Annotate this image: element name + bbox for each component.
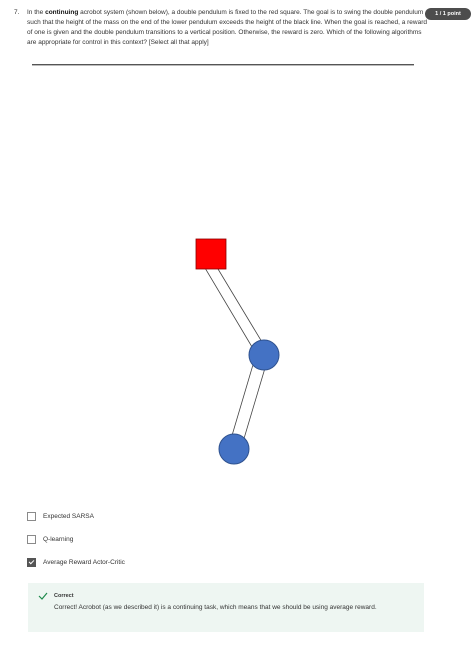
question-emphasis: continuing xyxy=(45,9,79,16)
end-mass xyxy=(218,433,250,465)
checkmark-icon xyxy=(38,592,48,600)
anchor-square xyxy=(195,238,227,270)
upper-pendulum-link xyxy=(204,263,269,358)
goal-line xyxy=(32,64,414,65)
feedback-panel: Correct Correct! Acrobot (as we describe… xyxy=(28,583,424,632)
question-text-body: acrobot system (shown below), a double p… xyxy=(27,9,428,46)
checkbox-average-reward-actor-critic[interactable] xyxy=(27,557,36,567)
option-label: Q-learning xyxy=(43,535,74,543)
option-label: Expected SARSA xyxy=(43,512,94,520)
points-badge: 1 / 1 point xyxy=(425,8,471,20)
feedback-title: Correct xyxy=(54,593,74,599)
option-label: Average Reward Actor-Critic xyxy=(43,558,125,566)
option-expected-sarsa[interactable]: Expected SARSA xyxy=(27,511,94,521)
question-text: In the continuing acrobot system (shown … xyxy=(27,8,427,48)
question-number: 7. xyxy=(14,9,20,16)
checkbox-q-learning[interactable] xyxy=(27,534,36,544)
feedback-text: Correct! Acrobot (as we described it) is… xyxy=(54,604,377,611)
option-q-learning[interactable]: Q-learning xyxy=(27,534,73,544)
option-average-reward-actor-critic[interactable]: Average Reward Actor-Critic xyxy=(27,557,125,567)
middle-mass xyxy=(248,339,280,371)
checkbox-expected-sarsa[interactable] xyxy=(27,511,36,521)
question-text-prefix: In the xyxy=(27,9,46,16)
lower-pendulum-link xyxy=(227,357,269,453)
